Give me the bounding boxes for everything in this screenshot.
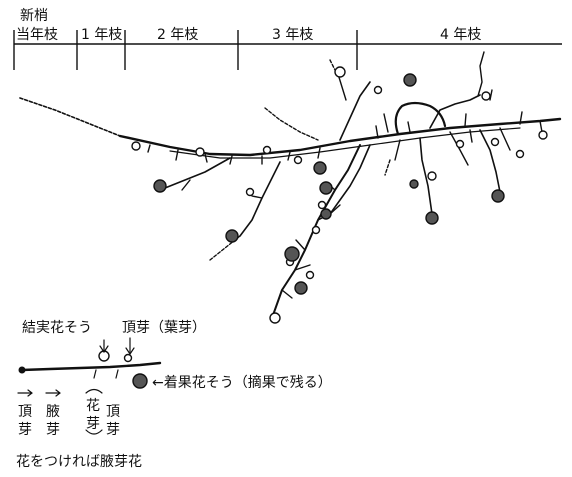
label-terminal-bud-1b: 芽 [18, 422, 32, 438]
label-new-shoot-1: 新梢 [20, 8, 48, 24]
label-terminal-bud-2a: 頂 [106, 404, 120, 420]
label-year2: 2 年枝 [157, 27, 198, 43]
label-year4: 4 年枝 [440, 27, 481, 43]
age-scale: 新梢 当年枝 1 年枝 2 年枝 3 年枝 4 年枝 [13, 8, 562, 70]
label-terminal-bud-1a: 頂 [18, 404, 32, 420]
legend-branch [17, 337, 162, 435]
label-axillary-bud-a: 腋 [46, 404, 60, 420]
label-flower-bud-b: 芽 [86, 416, 100, 432]
label-fruit-set-spur: ←着果花そう（摘果で残る） [152, 374, 332, 391]
buds-and-fruits [131, 66, 548, 324]
label-axillary-bud-b: 芽 [46, 422, 60, 438]
label-terminal-bud-leaf: 頂芽（葉芽） [122, 320, 206, 336]
branch-illustration [19, 51, 562, 319]
label-new-shoot-2: 当年枝 [16, 27, 58, 43]
label-terminal-bud-2b: 芽 [106, 422, 120, 438]
label-flower-bud-a: 花 [86, 398, 100, 414]
label-fruiting-spur: 結実花そう [22, 320, 92, 336]
label-year3: 3 年枝 [272, 27, 313, 43]
legend-labels: 結実花そう 頂芽（葉芽） ←着果花そう（摘果で残る） 頂 芽 腋 芽 花 芽 頂… [16, 320, 332, 470]
label-year1: 1 年枝 [81, 27, 122, 43]
footer-note: 花をつければ腋芽花 [16, 454, 142, 470]
